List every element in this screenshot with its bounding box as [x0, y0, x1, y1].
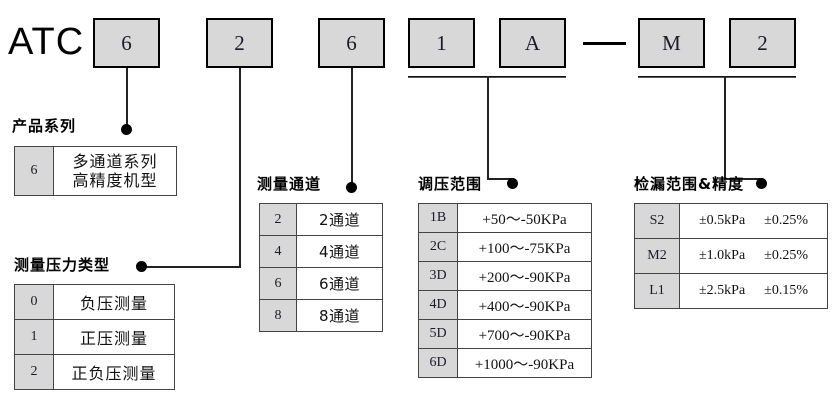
cell-value: 多通道系列 高精度机型 — [53, 146, 177, 196]
code-box-range-1[interactable]: 1 — [408, 18, 475, 68]
table-row: S2 ±0.5kPa ±0.25% — [634, 203, 828, 239]
table-row: 2 2通道 — [259, 203, 383, 236]
table-row: 5D +700～-90KPa — [418, 319, 592, 349]
cell-value: +50～-50KPa — [457, 203, 592, 233]
cell-value: +100～-75KPa — [457, 232, 592, 262]
leak-range: ±2.5kPa — [698, 283, 746, 298]
caption-measure-channel: 测量通道 — [257, 175, 322, 193]
table-row: 8 8通道 — [259, 299, 383, 332]
leak-accuracy: ±0.25% — [764, 248, 809, 263]
leak-accuracy: ±0.15% — [764, 283, 809, 298]
cell-code: 6 — [259, 267, 297, 300]
cell-code: 1B — [418, 203, 458, 233]
table-row: M2 ±1.0kPa ±0.25% — [634, 238, 828, 274]
connector-range-vertical-1 — [487, 76, 489, 180]
cell-code: S2 — [634, 203, 680, 239]
table-pressure-type: 0 负压测量 1 正压测量 2 正负压测量 — [14, 284, 175, 390]
cell-value: +200～-90KPa — [457, 261, 592, 291]
table-row: 6D +1000～-90KPa — [418, 348, 592, 378]
cell-code: 2 — [259, 203, 297, 236]
connector-channel-bullet — [346, 182, 357, 193]
connector-range-bullet — [507, 178, 518, 189]
cell-value: +700～-90KPa — [457, 319, 592, 349]
cell-code: 1 — [14, 319, 54, 355]
cell-value: 正压测量 — [53, 319, 175, 355]
cell-code: 6D — [418, 348, 458, 378]
cell-value: ±0.5kPa ±0.25% — [679, 203, 828, 239]
cell-value: +1000～-90KPa — [457, 348, 592, 378]
caption-pressure-range: 调压范围 — [418, 175, 483, 193]
table-leak-range-accuracy: S2 ±0.5kPa ±0.25% M2 ±1.0kPa ±0.25% L1 ±… — [634, 203, 828, 309]
connector-leak-horizontal — [724, 178, 762, 180]
table-row: 4 4通道 — [259, 235, 383, 268]
cell-value: 8通道 — [296, 299, 383, 332]
code-box-channel[interactable]: 6 — [318, 18, 385, 68]
cell-value: 6通道 — [296, 267, 383, 300]
table-row: 1B +50～-50KPa — [418, 203, 592, 233]
leak-range: ±1.0kPa — [698, 248, 746, 263]
table-measure-channel: 2 2通道 4 4通道 6 6通道 8 8通道 — [259, 203, 383, 332]
cell-code: 0 — [14, 284, 54, 320]
cell-value: ±2.5kPa ±0.15% — [679, 273, 828, 309]
connector-series-bullet — [121, 124, 132, 135]
code-box-leak-2[interactable]: 2 — [729, 18, 796, 68]
connector-pressure-type-vertical — [239, 68, 241, 268]
code-box-leak-1[interactable]: M — [638, 18, 705, 68]
cell-code: 8 — [259, 299, 297, 332]
connector-series-vertical — [126, 68, 128, 128]
leak-range: ±0.5kPa — [698, 213, 746, 228]
connector-range-horizontal — [487, 178, 513, 180]
connector-pressure-type-bullet — [136, 261, 147, 272]
table-pressure-range: 1B +50～-50KPa 2C +100～-75KPa 3D +200～-90… — [418, 203, 592, 378]
caption-pressure-type: 测量压力类型 — [14, 256, 111, 274]
cell-code: 5D — [418, 319, 458, 349]
caption-product-series: 产品系列 — [12, 117, 77, 135]
table-row: 3D +200～-90KPa — [418, 261, 592, 291]
cell-code: 2 — [14, 354, 54, 390]
connector-channel-vertical — [351, 68, 353, 186]
value-line-2: 高精度机型 — [72, 171, 158, 190]
table-product-series: 6 多通道系列 高精度机型 — [14, 146, 177, 196]
caption-leak-range-accuracy: 检漏范围&精度 — [634, 175, 745, 193]
cell-value: 正负压测量 — [53, 354, 175, 390]
table-row: 4D +400～-90KPa — [418, 290, 592, 320]
code-box-series[interactable]: 6 — [93, 18, 160, 68]
value-line-1: 多通道系列 — [72, 152, 158, 171]
cell-code: 4 — [259, 235, 297, 268]
cell-code: M2 — [634, 238, 680, 274]
table-row: 2C +100～-75KPa — [418, 232, 592, 262]
cell-value: +400～-90KPa — [457, 290, 592, 320]
table-row: 6 多通道系列 高精度机型 — [14, 146, 177, 196]
cell-code: 3D — [418, 261, 458, 291]
connector-leak-brace — [638, 76, 796, 78]
table-row: L1 ±2.5kPa ±0.15% — [634, 273, 828, 309]
table-row: 2 正负压测量 — [14, 354, 175, 390]
cell-value: 2通道 — [296, 203, 383, 236]
table-row: 6 6通道 — [259, 267, 383, 300]
model-prefix-atc: ATC — [8, 21, 85, 63]
cell-code: 4D — [418, 290, 458, 320]
table-row: 1 正压测量 — [14, 319, 175, 355]
connector-leak-bullet — [756, 178, 767, 189]
table-row: 0 负压测量 — [14, 284, 175, 320]
cell-value: ±1.0kPa ±0.25% — [679, 238, 828, 274]
cell-code: 2C — [418, 232, 458, 262]
code-box-pressure-type[interactable]: 2 — [206, 18, 273, 68]
leak-accuracy: ±0.25% — [764, 213, 809, 228]
cell-value: 4通道 — [296, 235, 383, 268]
code-box-range-2[interactable]: A — [499, 18, 566, 68]
cell-value: 负压测量 — [53, 284, 175, 320]
connector-leak-vertical-1 — [724, 76, 726, 180]
cell-code: 6 — [14, 146, 54, 196]
code-separator-dash — [583, 42, 626, 45]
cell-code: L1 — [634, 273, 680, 309]
connector-pressure-type-horizontal — [141, 266, 241, 268]
